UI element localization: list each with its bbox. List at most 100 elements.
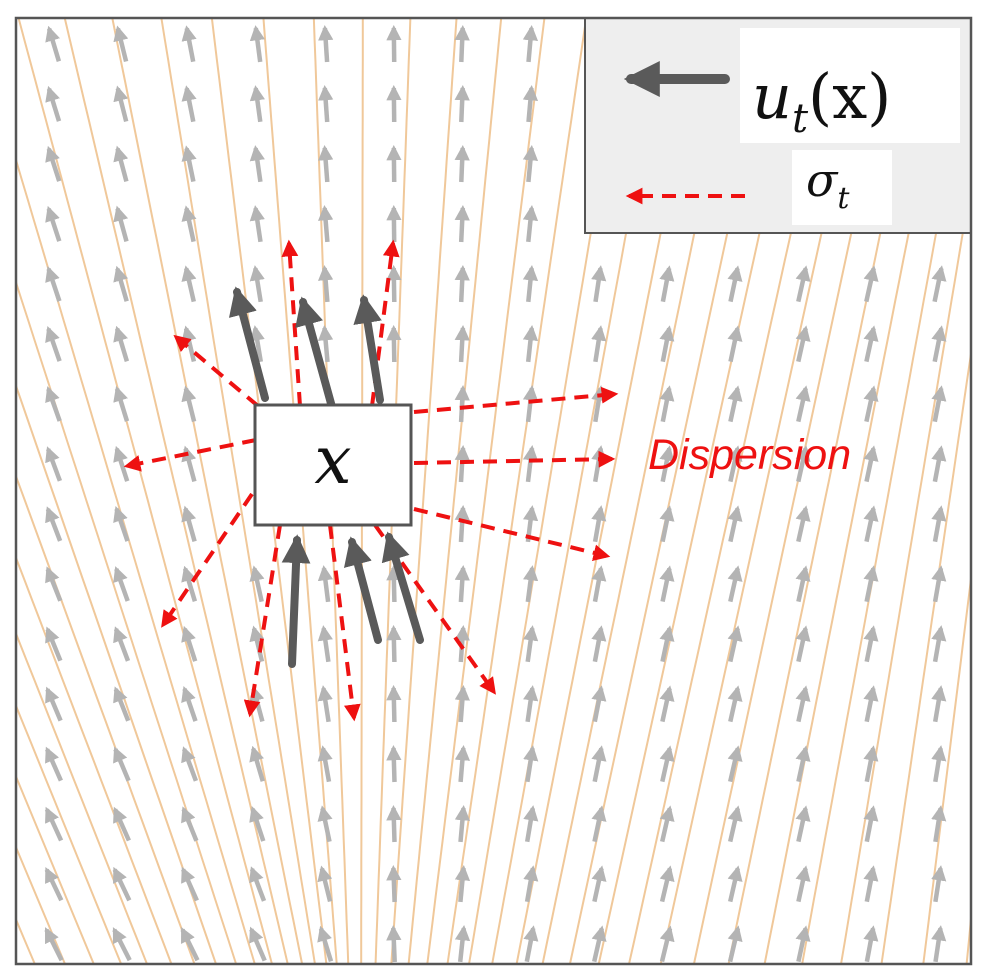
field-arrow-icon	[317, 265, 334, 303]
field-arrow-icon	[795, 625, 811, 663]
field-arrow-icon	[318, 84, 334, 123]
field-arrow-icon	[863, 445, 879, 483]
field-arrow-icon	[727, 625, 743, 663]
field-arrow-icon	[659, 505, 675, 543]
field-arrow-icon	[113, 746, 131, 782]
legend: ut(x) σt	[584, 17, 972, 234]
field-arrow-icon	[522, 25, 539, 63]
field-arrow-icon	[659, 625, 675, 663]
field-arrow-icon	[181, 25, 197, 63]
field-arrow-icon	[523, 745, 539, 783]
field-arrow-icon	[863, 745, 879, 783]
streamline	[16, 555, 173, 964]
field-arrow-icon	[795, 685, 811, 723]
field-arrow-icon	[180, 926, 200, 962]
field-arrow-icon	[931, 505, 947, 543]
field-arrow-icon	[45, 626, 63, 662]
field-arrow-icon	[181, 625, 198, 662]
field-arrow-icon	[659, 745, 675, 783]
field-arrow-icon	[522, 145, 539, 183]
field-arrow-icon	[44, 866, 64, 902]
field-arrow-icon	[931, 325, 947, 363]
drift-arrow	[295, 296, 336, 411]
streamline	[111, 18, 304, 964]
noise-arrow	[328, 524, 361, 722]
field-arrow-icon	[181, 686, 198, 722]
field-arrow-icon	[454, 144, 470, 183]
noise-arrow	[413, 386, 619, 414]
field-arrow-icon	[931, 685, 947, 723]
field-arrow-icon	[863, 685, 879, 723]
field-arrow-icon	[591, 325, 607, 363]
field-arrow-icon	[249, 805, 266, 842]
legend-drift-arg: (x)	[808, 60, 891, 133]
field-arrow-icon	[659, 865, 675, 903]
drift-arrow	[353, 294, 384, 404]
field-arrow-icon	[863, 865, 879, 903]
field-arrow-icon	[523, 685, 539, 723]
field-arrow-icon	[863, 385, 879, 423]
field-arrow-icon	[795, 865, 811, 903]
field-arrow-icon	[591, 865, 607, 903]
field-arrow-icon	[795, 265, 811, 303]
noise-arrow	[413, 450, 616, 468]
field-arrow-icon	[454, 684, 470, 723]
streamline	[16, 473, 196, 964]
streamline	[0, 0, 12, 980]
field-arrow-icon	[317, 745, 333, 783]
field-arrow-icon	[795, 745, 811, 783]
field-arrow-icon	[386, 564, 402, 603]
field-arrow-icon	[727, 265, 743, 303]
field-arrow-icon	[317, 805, 333, 843]
field-arrow-icon	[249, 565, 265, 603]
field-arrow-icon	[45, 746, 63, 782]
noise-arrow	[173, 334, 260, 408]
field-arrow-icon	[863, 505, 879, 543]
field-arrow-icon	[795, 505, 811, 543]
field-arrow-icon	[181, 85, 197, 123]
field-arrow-icon	[727, 925, 743, 963]
field-arrow-icon	[727, 805, 743, 843]
field-arrow-icon	[45, 265, 62, 302]
field-arrow-icon	[659, 805, 675, 843]
field-arrow-icon	[113, 445, 130, 482]
field-arrow-icon	[522, 205, 539, 243]
streamline	[407, 18, 503, 964]
field-arrow-icon	[931, 385, 947, 423]
field-arrow-icon	[318, 144, 334, 183]
drift-arrow	[343, 536, 382, 644]
field-arrow-icon	[522, 445, 539, 483]
plot-frame	[14, 16, 973, 966]
field-arrow-icon	[181, 866, 199, 902]
field-arrow-icon	[386, 624, 402, 663]
field-arrow-icon	[113, 205, 129, 242]
field-arrow-icon	[454, 564, 470, 603]
legend-noise-label: σt	[806, 153, 850, 216]
field-arrow-icon	[795, 925, 811, 963]
streamline	[16, 382, 218, 964]
field-arrow-icon	[386, 864, 402, 903]
drift-arrow	[381, 531, 424, 644]
field-arrow-icon	[727, 445, 743, 483]
field-arrow-icon	[863, 625, 879, 663]
field-arrows	[44, 24, 947, 963]
field-arrow-icon	[454, 504, 470, 543]
legend-noise-sub: t	[837, 181, 850, 216]
field-arrow-icon	[249, 325, 265, 363]
field-arrow-icon	[317, 865, 333, 903]
field-arrow-icon	[795, 805, 811, 843]
field-arrow-icon	[181, 746, 199, 782]
streamline	[880, 346, 971, 964]
field-arrow-icon	[386, 804, 402, 843]
noise-arrow	[281, 239, 302, 407]
field-arrow-icon	[181, 565, 198, 602]
field-arrow-icon	[45, 205, 62, 242]
field-arrow-icon	[249, 85, 265, 123]
field-arrow-icon	[727, 745, 743, 783]
field-arrow-icon	[317, 325, 334, 363]
field-arrow-icon	[522, 265, 539, 303]
field-arrow-icon	[317, 685, 333, 723]
streamline	[16, 630, 149, 964]
field-arrow-icon	[591, 625, 607, 663]
field-arrow-icon	[386, 324, 402, 363]
